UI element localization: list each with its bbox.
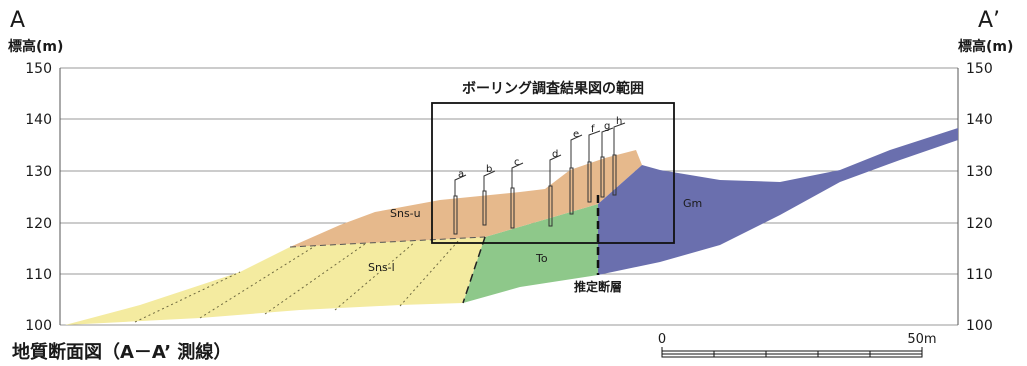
endpoint-right: A’	[978, 8, 1000, 33]
unit-sns-l	[65, 237, 485, 325]
borehole-label-g: g	[604, 121, 610, 132]
borehole-f-leader	[588, 130, 601, 162]
boring-range-box	[431, 102, 675, 244]
left-tick: 140	[25, 112, 52, 128]
unit-boundary	[289, 236, 486, 248]
unit-sns-u	[290, 150, 642, 247]
scale-label-start: 0	[658, 332, 666, 347]
left-tick-labels: 150 140 130 120 110 100	[25, 61, 52, 334]
right-tick: 140	[966, 112, 993, 128]
borehole-label-a: a	[458, 169, 464, 180]
borehole-d-leader	[549, 154, 562, 186]
borehole-label-d: d	[552, 149, 558, 160]
bedding-lines	[134, 238, 461, 323]
borehole-b-leader	[483, 170, 496, 191]
borehole-label-c: c	[514, 157, 520, 168]
unit-label-to: To	[535, 252, 548, 265]
unit-label-sns-u: Sns-u	[390, 207, 421, 220]
borehole-labels: a b c d e f g h	[458, 116, 622, 180]
unit-to	[463, 204, 598, 303]
unit-gm	[598, 128, 958, 275]
scale-label-end: 50m	[907, 332, 936, 347]
unit-label-gm: Gm	[683, 197, 702, 210]
right-tick: 100	[966, 318, 993, 334]
right-tick: 150	[966, 61, 993, 77]
right-axis-title: 標高(m)	[958, 38, 1013, 55]
unit-label-sns-l: Sns-l	[368, 261, 395, 274]
unit-boundary	[462, 236, 486, 304]
right-tick: 130	[966, 164, 993, 180]
diagram-caption: 地質断面図（A－A’ 測線）	[12, 341, 231, 363]
bedding-line	[264, 243, 366, 315]
borehole-label-b: b	[486, 164, 492, 175]
borehole-label-e: e	[573, 129, 579, 140]
borehole-a-leader	[454, 174, 467, 196]
fault-label: 推定断層	[574, 279, 622, 294]
right-tick-labels: 150 140 130 120 110 100	[966, 61, 993, 334]
borehole-label-f: f	[591, 124, 595, 135]
left-tick: 110	[25, 267, 52, 283]
borehole-e-leader	[570, 134, 583, 168]
borehole-g-leader	[601, 127, 614, 157]
right-tick: 120	[966, 216, 993, 232]
boring-range-label: ボーリング調査結果図の範囲	[462, 80, 644, 97]
left-tick: 150	[25, 61, 52, 77]
borehole-h-leader	[613, 122, 626, 155]
left-tick: 100	[25, 318, 52, 334]
right-tick: 110	[966, 267, 993, 283]
bedding-line	[134, 271, 241, 323]
boreholes	[453, 122, 626, 235]
endpoint-left: A	[10, 8, 25, 33]
borehole-c-leader	[511, 162, 524, 188]
borehole-label-h: h	[616, 116, 622, 127]
left-axis-title: 標高(m)	[8, 38, 63, 55]
scale-bar: 0 50m	[658, 332, 937, 358]
left-tick: 120	[25, 216, 52, 232]
left-tick: 130	[25, 164, 52, 180]
